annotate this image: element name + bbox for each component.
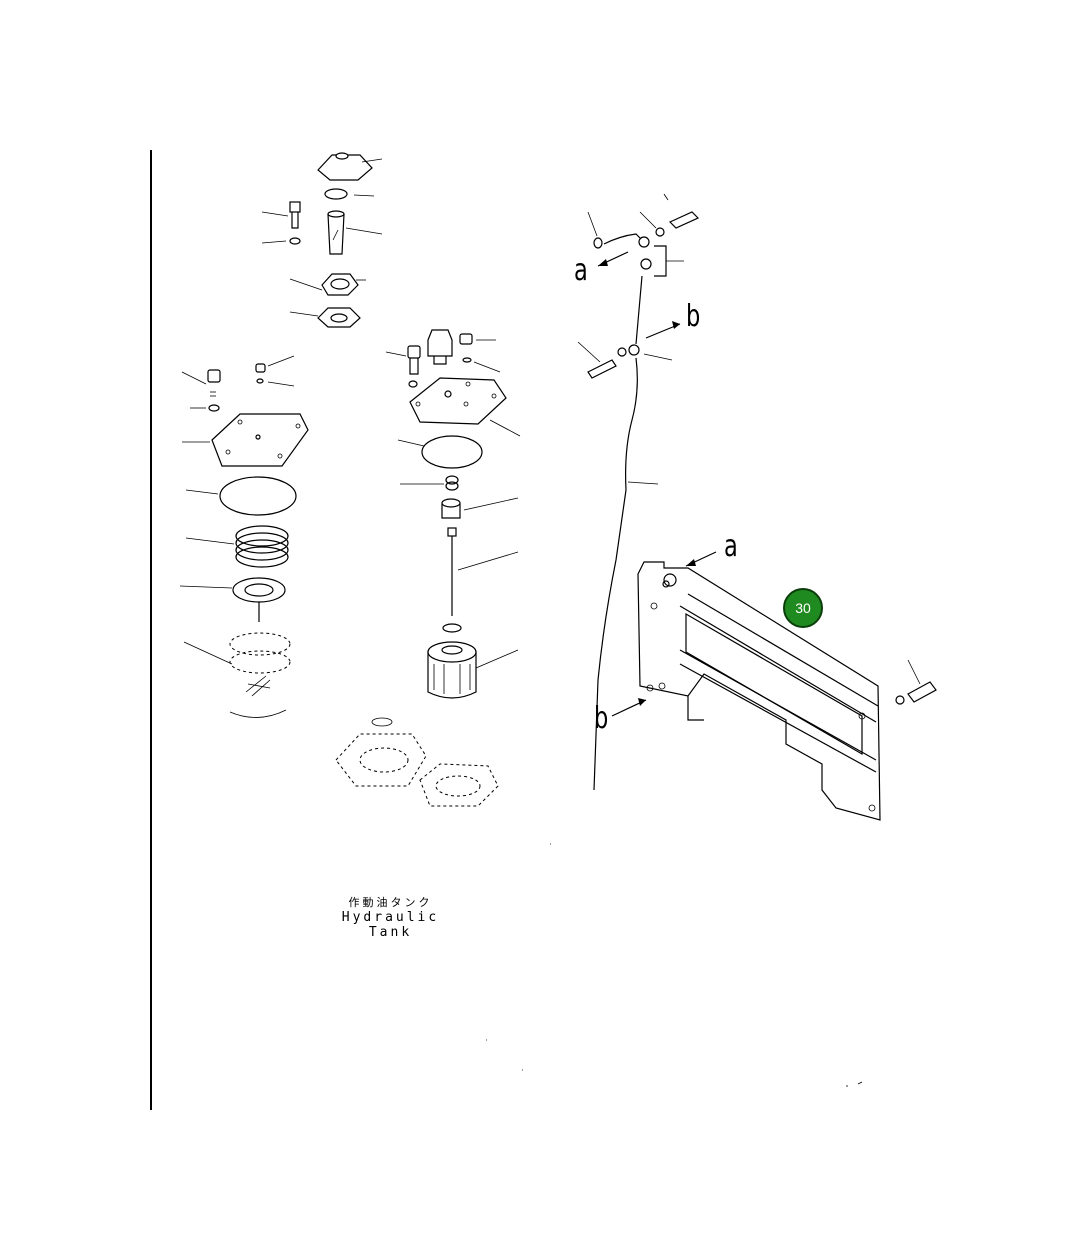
callout-letter-b-top: b: [686, 299, 701, 334]
panel-bolt: [895, 659, 937, 705]
callout-arrows: [597, 251, 717, 717]
seal-middle: [400, 475, 459, 491]
callout-letter-a-top: a: [574, 253, 588, 288]
stray-marks: [486, 843, 863, 1087]
o-ring-top: [324, 188, 375, 200]
flange-top: [289, 273, 366, 296]
cap-assembly: [317, 152, 383, 181]
caption-japanese: 作動油タンク: [348, 896, 433, 909]
cover-plate-middle: [409, 377, 521, 437]
callout-letter-b-panel: b: [594, 701, 609, 736]
callout-letter-a-panel: a: [724, 529, 738, 564]
rod-middle: [447, 527, 519, 616]
sensor-harness: [577, 193, 700, 791]
cover-plate-left: [182, 413, 309, 467]
tank-base-outline: [335, 717, 499, 807]
gasket-left: [185, 476, 297, 516]
element-left: [183, 632, 291, 718]
page-number-badge[interactable]: 30: [783, 588, 823, 628]
diagram-caption: 作動油タンク Hydraulic Tank: [318, 894, 463, 940]
gasket-top: [289, 307, 361, 328]
strainer-tube: [327, 210, 383, 255]
gasket-middle: [397, 435, 483, 469]
caption-english: Hydraulic Tank: [341, 910, 440, 940]
bushing-middle: [441, 497, 519, 519]
page-number-label: 30: [795, 600, 811, 616]
valve-plate-left: [179, 577, 286, 622]
spring-left: [185, 525, 289, 568]
mounting-panel: [637, 561, 881, 821]
filter-cartridge-middle: [427, 623, 519, 699]
bolts-left: [181, 355, 295, 412]
bolt-top-left: [261, 201, 301, 245]
bolts-middle: [385, 329, 501, 388]
